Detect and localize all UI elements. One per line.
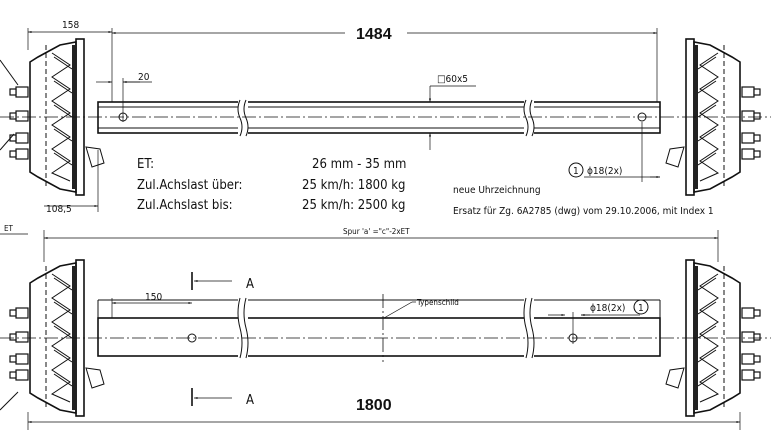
spec-value: 25 km/h: 1800 kg [302, 178, 405, 193]
spec-value: 26 mm - 35 mm [312, 157, 406, 172]
bottom-dimensions: A A 150 Typenschild ϕ18(2x) 1 1800 [27, 272, 741, 430]
spec-table: ET: 26 mm - 35 mm Zul.Achslast über: 25 … [137, 157, 406, 213]
dim-1484: 1484 [356, 26, 392, 43]
spec-label: ET: [137, 157, 154, 172]
track-formula: Spur 'a' ="c"-2xET [343, 227, 410, 236]
dim-20: 20 [138, 72, 150, 83]
dim-150: 150 [145, 292, 162, 303]
spec-label: Zul.Achslast über: [137, 178, 242, 193]
profile-label: □60x5 [437, 74, 468, 85]
item-number: 1 [638, 303, 644, 314]
axle-beam-top [97, 101, 661, 134]
hole-callout-top: ϕ18(2x) [587, 166, 622, 177]
hole-callout-bottom: ϕ18(2x) [590, 303, 625, 314]
revision-note: neue Uhrzeichnung [453, 185, 541, 196]
top-dimensions: 158 1484 20 □60x5 108,5 1 ϕ18(2x) [27, 20, 660, 215]
dim-1800: 1800 [356, 397, 392, 414]
dim-158: 158 [62, 20, 79, 31]
item-number: 1 [573, 166, 579, 177]
spec-value: 25 km/h: 2500 kg [302, 198, 405, 213]
item-balloon [633, 299, 649, 315]
dim-108-5: 108,5 [46, 204, 72, 215]
mounting-hole [637, 112, 647, 122]
replacement-note: Ersatz für Zg. 6A2785 (dwg) vom 29.10.20… [453, 206, 714, 217]
spec-label: Zul.Achslast bis: [137, 198, 233, 213]
bottom-axle [0, 259, 771, 417]
et-label: ET [4, 224, 14, 233]
nameplate-label: Typenschild [416, 298, 459, 307]
axle-beam-bottom [97, 317, 661, 357]
mounting-hole [187, 333, 197, 343]
section-a-top: A [246, 277, 254, 292]
top-axle [0, 38, 771, 196]
track-dimension: ET Spur 'a' ="c"-2xET [0, 224, 719, 262]
item-balloon [568, 162, 584, 178]
section-a-bottom: A [246, 393, 254, 408]
